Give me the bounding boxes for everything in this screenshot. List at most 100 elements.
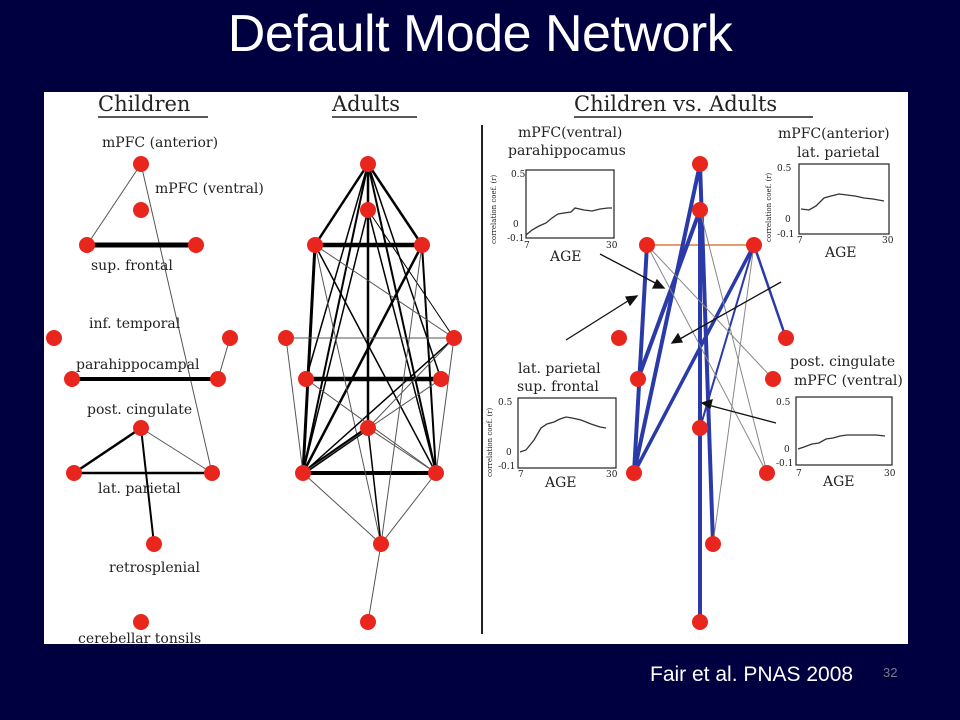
node-mpfc-ventral [692, 202, 708, 218]
adults-edge [314, 244, 437, 474]
slide-title: Default Mode Network [227, 5, 733, 63]
children-edge [86, 163, 142, 246]
label-lat-parietal: lat. parietal [98, 481, 181, 497]
node-post-cingulate [360, 420, 376, 436]
children-heading: Children [98, 92, 190, 116]
label-inf-temporal: inf. temporal [89, 316, 181, 332]
node-parahippocampal-left [630, 371, 646, 387]
arrowhead [651, 278, 666, 289]
inset-curve [519, 416, 607, 453]
adults-edge [313, 163, 370, 246]
node-mpfc-ventral [360, 202, 376, 218]
adults-edge [367, 163, 437, 474]
node-inf-temporal-left [46, 330, 62, 346]
adults-edge [285, 337, 304, 474]
adults-edge [302, 163, 369, 474]
adults-edge [380, 472, 437, 545]
increase-edge [632, 163, 702, 474]
arrow-line [707, 404, 777, 424]
adults-network [278, 156, 462, 630]
inset-chart-post-cingulate-mpfc-ventral: post. cingulate mPFC (ventral) 0.5 0 -0.… [776, 354, 903, 490]
node-lat-parietal-left [295, 465, 311, 481]
label-mpfc-anterior: mPFC (anterior) [102, 135, 218, 151]
node-mpfc-anterior [360, 156, 376, 172]
comparison-edge [699, 209, 768, 474]
adults-edge [367, 337, 455, 429]
adults-heading: Adults [331, 92, 400, 116]
inset-x-tick: 30 [606, 241, 618, 251]
inset-y-tick: -0.1 [777, 230, 794, 240]
inset-title-line2: sup. frontal [517, 379, 599, 395]
node-inf-temporal-right [778, 330, 794, 346]
adults-edge [367, 163, 442, 380]
label-cerebellar-tonsils: cerebellar tonsils [78, 631, 201, 644]
node-parahippocampal-left [64, 371, 80, 387]
comparison-heading: Children vs. Adults [574, 92, 777, 116]
adults-edge [305, 163, 369, 380]
increase-edge [636, 209, 702, 380]
inset-title-line2: mPFC (ventral) [794, 373, 903, 389]
arrowhead [700, 399, 713, 410]
arrowhead [670, 332, 684, 344]
node-cerebellar-tonsils [692, 614, 708, 630]
inset-x-tick: 7 [518, 470, 524, 480]
inset-x-tick: 7 [797, 236, 803, 246]
adults-edge [380, 244, 423, 545]
arrow-line [677, 281, 782, 341]
node-cerebellar-tonsils [360, 614, 376, 630]
node-cerebellar-tonsils [133, 614, 149, 630]
inset-chart-lat-parietal-sup-frontal: lat. parietal sup. frontal correlation c… [486, 361, 618, 491]
children-edge [140, 427, 155, 545]
node-sup-frontal-left [307, 237, 323, 253]
inset-y-tick: -0.1 [498, 462, 515, 472]
inset-title-line1: mPFC(ventral) [518, 125, 622, 141]
increase-edge [698, 163, 715, 545]
node-parahippocampal-left [298, 371, 314, 387]
inset-y-tick: 0.5 [776, 398, 791, 408]
node-parahippocampal-right [765, 371, 781, 387]
node-post-cingulate [133, 420, 149, 436]
inset-title-line2: lat. parietal [797, 145, 880, 161]
comparison-edge [646, 244, 768, 474]
arrowhead [624, 295, 639, 307]
children-edge [140, 163, 213, 474]
inset-y-label: correlation coef. (r) [765, 172, 773, 242]
inset-x-tick: 30 [882, 236, 894, 246]
node-lat-parietal-left [626, 465, 642, 481]
label-parahippocampal: parahippocampal [76, 357, 200, 373]
node-post-cingulate [692, 420, 708, 436]
citation: Fair et al. PNAS 2008 [650, 663, 854, 686]
node-mpfc-ventral [133, 202, 149, 218]
inset-y-tick: 0 [785, 215, 791, 225]
label-sup-frontal: sup. frontal [91, 258, 173, 274]
inset-y-tick: -0.1 [507, 234, 524, 244]
node-lat-parietal-right [759, 465, 775, 481]
inset-y-tick: 0.5 [777, 164, 792, 174]
inset-title-line1: mPFC(anterior) [778, 126, 890, 142]
adults-edge [367, 543, 382, 623]
adults-edge [366, 163, 424, 246]
arrow-line [565, 298, 632, 341]
node-parahippocampal-right [210, 371, 226, 387]
inset-title-line1: post. cingulate [790, 354, 895, 370]
increase-edge [752, 244, 788, 339]
inset-plot-frame [517, 397, 617, 469]
inset-x-label: AGE [544, 475, 577, 491]
adults-edge [435, 337, 455, 474]
inset-x-tick: 30 [606, 470, 618, 480]
adults-edge [302, 337, 455, 474]
node-retrosplenial [146, 536, 162, 552]
node-sup-frontal-right [414, 237, 430, 253]
node-retrosplenial [373, 536, 389, 552]
inset-chart-mpfc-anterior-lat-parietal: mPFC(anterior) lat. parietal correlation… [765, 126, 894, 261]
node-lat-parietal-right [428, 465, 444, 481]
inset-title-line2: parahippocamus [508, 143, 626, 159]
node-mpfc-anterior [692, 156, 708, 172]
children-edge [140, 427, 213, 474]
node-parahippocampal-right [433, 371, 449, 387]
inset-curve [800, 193, 885, 211]
label-post-cingulate: post. cingulate [87, 402, 192, 418]
inset-chart-mpfc-ventral-parahippocampus: mPFC(ventral) parahippocamus correlation… [490, 125, 626, 265]
adults-edge [301, 244, 317, 474]
node-sup-frontal-left [639, 237, 655, 253]
